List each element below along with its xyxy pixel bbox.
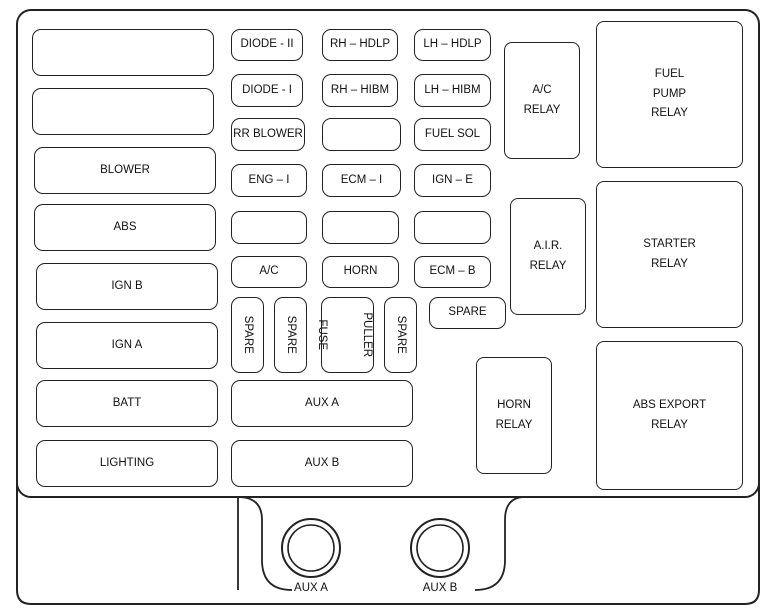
rh-hibm-fuse: RH – HIBM: [322, 74, 398, 107]
aux-a-terminal-label: AUX A: [294, 582, 328, 594]
spare-fuse-vertical-3: SPARE: [384, 297, 417, 373]
aux-b-terminal-label: AUX B: [422, 582, 458, 594]
eng-i-fuse: ENG – I: [231, 164, 307, 197]
diode-i-fuse: DIODE - I: [231, 74, 303, 107]
fuse-puller-line-1: FUSE: [315, 319, 328, 351]
left-fuse-2: [32, 88, 214, 135]
aux-b-fuse: AUX B: [231, 440, 413, 487]
ign-e-fuse: IGN – E: [414, 164, 491, 197]
ign-a-fuse: IGN A: [36, 322, 218, 369]
diode-ii-fuse: DIODE - II: [231, 29, 303, 61]
abs-export-relay: ABS EXPORT RELAY: [596, 341, 743, 490]
fuse-puller-line-2: PULLER: [361, 312, 374, 358]
lh-hdlp-fuse: LH – HDLP: [414, 29, 491, 61]
air-relay: A.I.R. RELAY: [510, 198, 586, 315]
spare-fuse-horizontal: SPARE: [429, 297, 506, 329]
blank-fuse-3: [322, 211, 399, 244]
rr-blower-fuse: RR BLOWER: [231, 118, 305, 151]
abs-fuse: ABS: [34, 204, 216, 251]
rh-hdlp-fuse: RH – HDLP: [322, 29, 398, 61]
lighting-fuse: LIGHTING: [36, 440, 218, 487]
horn-relay: HORN RELAY: [476, 357, 552, 474]
starter-relay: STARTER RELAY: [596, 181, 743, 328]
left-fuse-1: [32, 29, 214, 76]
aux-a-fuse: AUX A: [231, 380, 413, 427]
blank-fuse-4: [414, 211, 491, 244]
blank-fuse-2: [231, 211, 307, 244]
ac-relay: A/C RELAY: [504, 42, 580, 159]
fuel-sol-fuse: FUEL SOL: [414, 118, 491, 151]
blank-fuse-1: [322, 118, 401, 151]
lh-hibm-fuse: LH – HIBM: [414, 74, 491, 107]
spare-fuse-vertical-2: SPARE: [274, 297, 307, 373]
fuse-puller: FUSE PULLER: [316, 297, 374, 373]
spare-fuse-vertical-1: SPARE: [231, 297, 264, 373]
ecm-b-fuse: ECM – B: [414, 256, 491, 288]
ign-b-fuse: IGN B: [36, 263, 218, 310]
blower-fuse: BLOWER: [34, 147, 216, 194]
fuel-pump-relay: FUEL PUMP RELAY: [596, 21, 743, 168]
batt-fuse: BATT: [36, 380, 218, 427]
horn-fuse: HORN: [322, 256, 399, 288]
ecm-i-fuse: ECM – I: [322, 164, 401, 197]
ac-fuse: A/C: [231, 256, 307, 288]
